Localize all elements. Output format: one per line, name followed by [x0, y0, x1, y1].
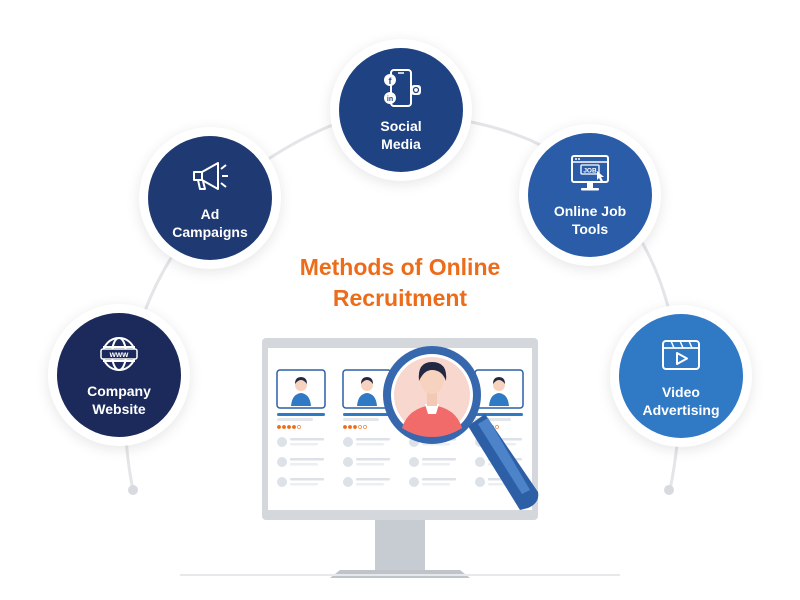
name-bar: [277, 413, 325, 416]
node-ad-campaigns: Ad Campaigns: [148, 136, 272, 260]
title-bar: [343, 418, 379, 421]
video-play-icon: [662, 340, 700, 370]
job-badge: JOB: [583, 168, 597, 175]
smartphone-social-icon: f in: [384, 69, 421, 107]
node-label: Online Job Tools: [553, 203, 627, 237]
detail-line: [290, 463, 318, 466]
detail-line: [356, 483, 384, 486]
star-filled: [348, 425, 352, 429]
node-online-job-tools: JOB Online Job Tools: [528, 133, 652, 257]
magnifier-handle-highlight: [478, 418, 530, 494]
star-empty: [297, 425, 301, 429]
node-social-media: f in Social Media: [339, 48, 463, 172]
magnifier-icon: [383, 346, 539, 510]
detail-line: [356, 438, 390, 441]
detail-line: [290, 458, 324, 461]
detail-bullet: [409, 457, 419, 467]
candidate-hair: [493, 377, 505, 384]
node-label: Company Website: [87, 383, 151, 417]
detail-line: [422, 483, 450, 486]
detail-line: [290, 438, 324, 441]
node-company-website: www Company Website: [57, 313, 181, 437]
detail-line: [356, 478, 390, 481]
candidate-body: [357, 393, 377, 406]
arc-endpoint-left: [128, 485, 138, 495]
detail-bullet: [277, 437, 287, 447]
detail-bullet: [343, 457, 353, 467]
candidate-body: [291, 393, 311, 406]
node-label: Social Media: [380, 118, 422, 152]
detail-bullet: [475, 457, 485, 467]
candidate-hair: [361, 377, 373, 384]
star-filled: [292, 425, 296, 429]
detail-line: [422, 478, 456, 481]
megaphone-icon: [193, 162, 228, 190]
detail-bullet: [277, 457, 287, 467]
detail-line: [356, 443, 384, 446]
star-empty: [358, 425, 362, 429]
www-badge: www: [109, 350, 129, 359]
node-video-advertising: Video Advertising: [619, 314, 743, 438]
star-filled: [287, 425, 291, 429]
star-filled: [282, 425, 286, 429]
magnified-candidate-avatar: [402, 362, 462, 437]
name-bar: [343, 413, 391, 416]
candidate-face: [361, 379, 373, 391]
diagram-title: Methods of Online Recruitment: [299, 254, 501, 311]
detail-line: [356, 458, 390, 461]
detail-bullet: [343, 477, 353, 487]
star-empty: [363, 425, 367, 429]
detail-bullet: [409, 477, 419, 487]
detail-bullet: [475, 477, 485, 487]
detail-bullet: [277, 477, 287, 487]
detail-line: [356, 463, 384, 466]
name-bar: [475, 413, 523, 416]
star-empty: [495, 425, 499, 429]
candidate-card-1: [276, 369, 326, 487]
node-label: Video Advertising: [642, 384, 720, 418]
computer-job-icon: JOB: [571, 155, 609, 191]
star-filled: [277, 425, 281, 429]
candidate-face: [493, 379, 505, 391]
detail-line: [290, 483, 318, 486]
rating-stars: [277, 425, 301, 429]
title-bar: [277, 418, 313, 421]
candidate-body: [489, 393, 509, 406]
node-label: Ad Campaigns: [172, 206, 248, 240]
floor-line: [180, 574, 620, 576]
globe-www-icon: www: [100, 337, 138, 371]
detail-line: [422, 458, 456, 461]
detail-line: [290, 443, 318, 446]
detail-bullet: [343, 437, 353, 447]
detail-line: [290, 478, 324, 481]
facebook-icon: f: [389, 76, 393, 86]
rating-stars: [343, 425, 367, 429]
star-filled: [353, 425, 357, 429]
candidate-hair: [295, 377, 307, 384]
monitor-stand-neck: [375, 520, 425, 570]
candidate-face: [295, 379, 307, 391]
instagram-icon: [412, 86, 420, 94]
linkedin-icon: in: [387, 96, 393, 103]
candidate-card-2: [342, 369, 392, 487]
arc-endpoint-right: [664, 485, 674, 495]
detail-line: [422, 463, 450, 466]
star-filled: [343, 425, 347, 429]
